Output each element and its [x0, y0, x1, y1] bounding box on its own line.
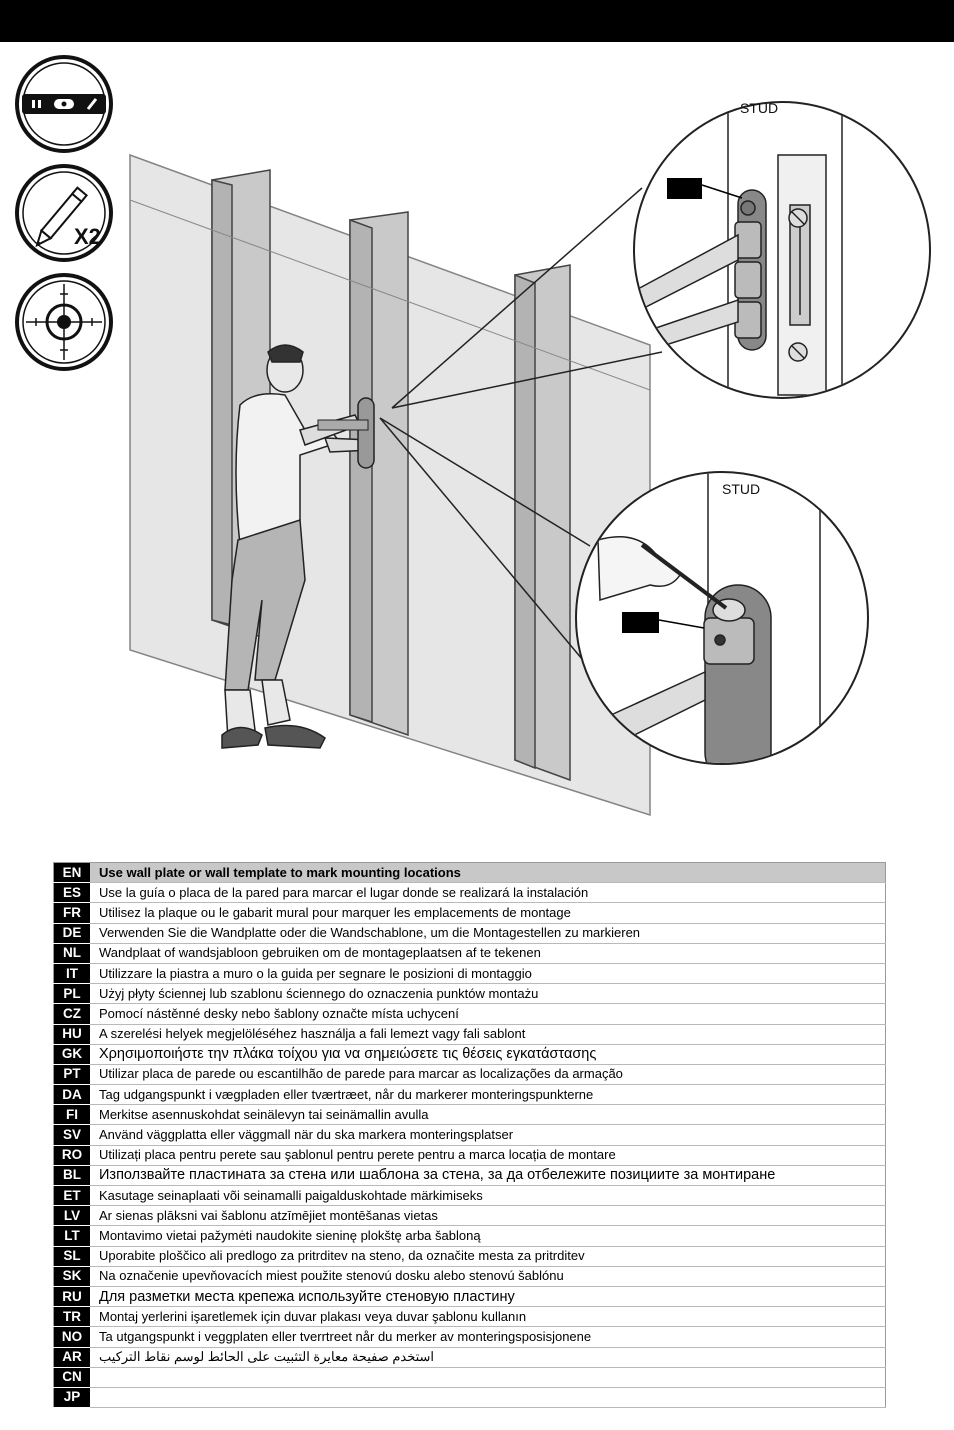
- instruction-text: Kasutage seinaplaati või seinamalli paig…: [90, 1185, 886, 1207]
- instruction-text: Utilisez la plaque ou le gabarit mural p…: [90, 902, 886, 924]
- instruction-text: Utilizzare la piastra a muro o la guida …: [90, 963, 886, 985]
- language-code: LT: [53, 1225, 90, 1247]
- instruction-row: AR استخدم صفيحة معايرة التثبيت على الحائط…: [53, 1347, 886, 1368]
- language-code: TR: [53, 1306, 90, 1328]
- x2-label: X2: [74, 224, 101, 249]
- pencil-tool-icon: X2: [15, 164, 113, 262]
- callout-box-top: [667, 178, 702, 199]
- language-code: BL: [53, 1165, 90, 1187]
- instruction-text: Use la guía o placa de la pared para mar…: [90, 882, 886, 904]
- stud-label-top: STUD: [740, 100, 778, 116]
- language-code: ET: [53, 1185, 90, 1207]
- top-black-bar: [0, 0, 954, 42]
- language-code: CN: [53, 1367, 90, 1388]
- instruction-text: Използвайте пластината за стена или шабл…: [90, 1165, 886, 1187]
- language-code: NL: [53, 943, 90, 964]
- language-code: LV: [53, 1205, 90, 1227]
- language-code: EN: [53, 862, 90, 884]
- language-code: JP: [53, 1387, 90, 1409]
- language-code: DE: [53, 923, 90, 944]
- instruction-row: JP: [53, 1387, 886, 1409]
- language-code: FI: [53, 1104, 90, 1126]
- instruction-text: Χρησιμοποιήστε την πλάκα τοίχου για να σ…: [90, 1044, 886, 1065]
- language-code: NO: [53, 1326, 90, 1348]
- instruction-text-rtl: استخدم صفيحة معايرة التثبيت على الحائط ل…: [99, 1349, 435, 1365]
- language-code: RU: [53, 1286, 90, 1308]
- instruction-text: Użyj płyty ściennej lub szablonu ścienne…: [90, 983, 886, 1005]
- instruction-text: Wandplaat of wandsjabloon gebruiken om d…: [90, 943, 886, 964]
- language-code: IT: [53, 963, 90, 985]
- language-code: GK: [53, 1044, 90, 1065]
- language-code: SK: [53, 1266, 90, 1287]
- language-code: SL: [53, 1246, 90, 1267]
- instruction-text: Montavimo vietai pažymėti naudokite sien…: [90, 1225, 886, 1247]
- instruction-text: Utilizar placa de parede ou escantilhão …: [90, 1064, 886, 1086]
- level-tool-icon: [15, 55, 113, 153]
- instruction-row: CN: [53, 1367, 886, 1388]
- language-code: CZ: [53, 1003, 90, 1025]
- callout-box-bottom: [622, 612, 659, 633]
- language-code: PT: [53, 1064, 90, 1086]
- instruction-text: Pomocí nástěnné desky nebo šablony označ…: [90, 1003, 886, 1025]
- instruction-text: استخدم صفيحة معايرة التثبيت على الحائط ل…: [90, 1347, 886, 1368]
- instruction-text: Merkitse asennuskohdat seinälevyn tai se…: [90, 1104, 886, 1126]
- instruction-text: Tag udgangspunkt i vægpladen eller tvært…: [90, 1084, 886, 1106]
- instruction-text: [90, 1387, 886, 1409]
- instruction-text: A szerelési helyek megjelöléséhez haszná…: [90, 1024, 886, 1045]
- instruction-text: Verwenden Sie die Wandplatte oder die Wa…: [90, 923, 886, 944]
- target-center-icon: [15, 273, 113, 371]
- instruction-text: Montaj yerlerini işaretlemek için duvar …: [90, 1306, 886, 1328]
- language-code: ES: [53, 882, 90, 904]
- language-code: PL: [53, 983, 90, 1005]
- instruction-text: [90, 1367, 886, 1388]
- language-code: AR: [53, 1347, 90, 1368]
- language-code: RO: [53, 1145, 90, 1166]
- language-code: FR: [53, 902, 90, 924]
- language-code: SV: [53, 1124, 90, 1146]
- stud-label-bottom: STUD: [722, 481, 760, 497]
- language-code: DA: [53, 1084, 90, 1106]
- instruction-text: Ar sienas plāksni vai šablonu atzīmējiet…: [90, 1205, 886, 1227]
- instruction-text: Ta utgangspunkt i veggplaten eller tverr…: [90, 1326, 886, 1348]
- instruction-text: Na označenie upevňovacích miest použite …: [90, 1266, 886, 1287]
- wall-mounting-illustration: STUD STUD: [129, 100, 931, 817]
- instruction-text: Uporabite ploščico ali predlogo za pritr…: [90, 1246, 886, 1267]
- instruction-text: Use wall plate or wall template to mark …: [90, 862, 886, 884]
- instruction-text: Для разметки места крепежа используйте с…: [90, 1286, 886, 1308]
- instruction-text: Använd väggplatta eller väggmall när du …: [90, 1124, 886, 1146]
- instruction-text: Utilizați placa pentru perete sau şablon…: [90, 1145, 886, 1166]
- language-code: HU: [53, 1024, 90, 1045]
